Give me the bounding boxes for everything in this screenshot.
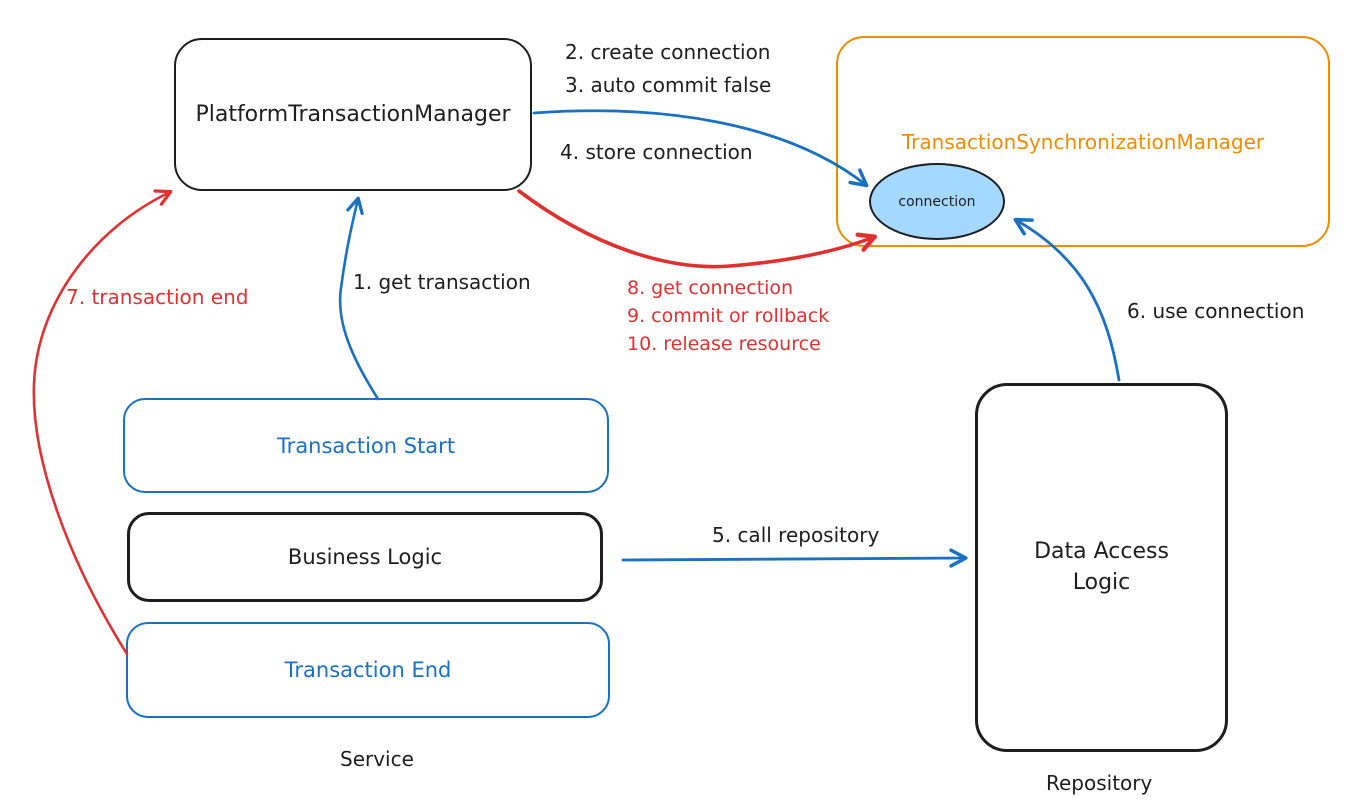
edge-label-step-1: 1. get transaction: [353, 270, 531, 294]
node-transaction-start-label: Transaction Start: [276, 433, 456, 458]
node-transaction-start: Transaction Start: [123, 398, 609, 493]
edge-label-step-3: 3. auto commit false: [565, 73, 772, 97]
group-label-repository: Repository: [1046, 771, 1153, 795]
arrow-finish-transaction: [517, 189, 877, 269]
node-transaction-synchronization-manager-label: TransactionSynchronizationManager: [901, 129, 1265, 154]
node-data-access-logic-label-line2: Logic: [1072, 569, 1131, 595]
edge-label-step-5: 5. call repository: [712, 523, 880, 547]
edge-label-step-2: 2. create connection: [565, 40, 771, 64]
node-connection-ellipse: connection: [869, 163, 1005, 240]
node-platform-transaction-manager-label: PlatformTransactionManager: [195, 102, 511, 127]
node-data-access-logic: Data Access Logic: [975, 383, 1228, 752]
edge-label-step-7: 7. transaction end: [66, 285, 249, 309]
node-transaction-end: Transaction End: [126, 622, 610, 718]
group-label-service: Service: [340, 747, 414, 771]
node-business-logic-label: Business Logic: [287, 545, 443, 569]
node-business-logic: Business Logic: [127, 512, 603, 602]
edge-label-step-6: 6. use connection: [1127, 299, 1305, 323]
edge-label-step-8: 8. get connection: [627, 277, 794, 299]
edge-label-step-9: 9. commit or rollback: [627, 305, 830, 327]
edge-label-step-4: 4. store connection: [560, 140, 753, 164]
arrow-call-repository: [621, 548, 968, 568]
node-data-access-logic-label-line1: Data Access: [1034, 538, 1169, 564]
node-platform-transaction-manager: PlatformTransactionManager: [174, 38, 532, 191]
edge-label-step-10: 10. release resource: [627, 333, 821, 355]
arrow-get-transaction: [338, 196, 380, 401]
node-connection-label: connection: [898, 193, 976, 210]
node-transaction-end-label: Transaction End: [284, 658, 452, 682]
